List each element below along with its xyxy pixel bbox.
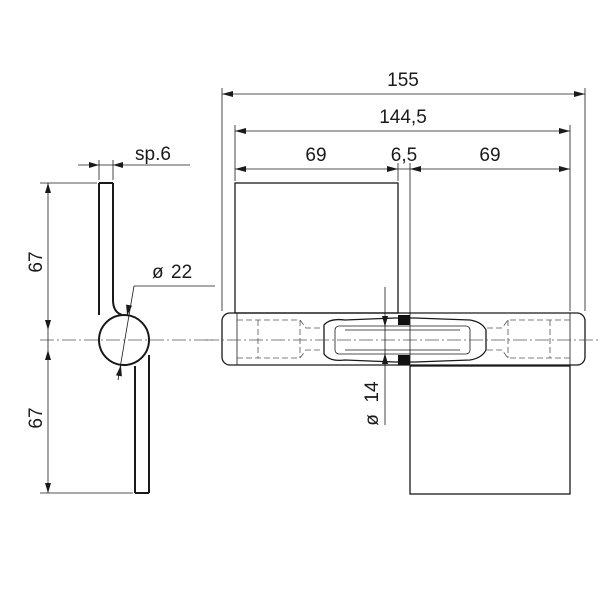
left-bore-hidden — [237, 319, 322, 359]
pin-diameter-label: 14 — [362, 381, 383, 403]
pin-length-label: 144,5 — [379, 107, 427, 128]
lower-leaf-profile — [134, 354, 150, 494]
upper-leaf-profile — [98, 182, 123, 316]
height-lower-label: 67 — [26, 407, 47, 428]
diameter-symbol: ø — [152, 262, 164, 283]
leaf-right-width-label: 69 — [479, 145, 500, 166]
height-upper-label: 67 — [26, 251, 47, 272]
thickness-label: sp.6 — [135, 144, 171, 165]
diameter-label: 22 — [171, 262, 192, 283]
right-leaf-plate — [409, 365, 571, 495]
gap-washer-bottom — [398, 355, 410, 365]
gap-washer-top — [398, 315, 410, 325]
left-leaf-plate — [234, 182, 399, 314]
right-bore-hidden — [486, 319, 570, 359]
pin-diameter-symbol: ø — [362, 414, 383, 426]
pin-cutaway — [323, 317, 487, 363]
leaf-left-width-label: 69 — [305, 145, 326, 166]
front-view: 155 144,5 69 6,5 69 ø 14 — [205, 70, 600, 495]
side-view: sp.6 67 67 ø 22 — [26, 144, 215, 494]
knuckle-circle — [98, 314, 150, 366]
gap-width-label: 6,5 — [391, 145, 417, 166]
overall-length-label: 155 — [387, 70, 419, 91]
